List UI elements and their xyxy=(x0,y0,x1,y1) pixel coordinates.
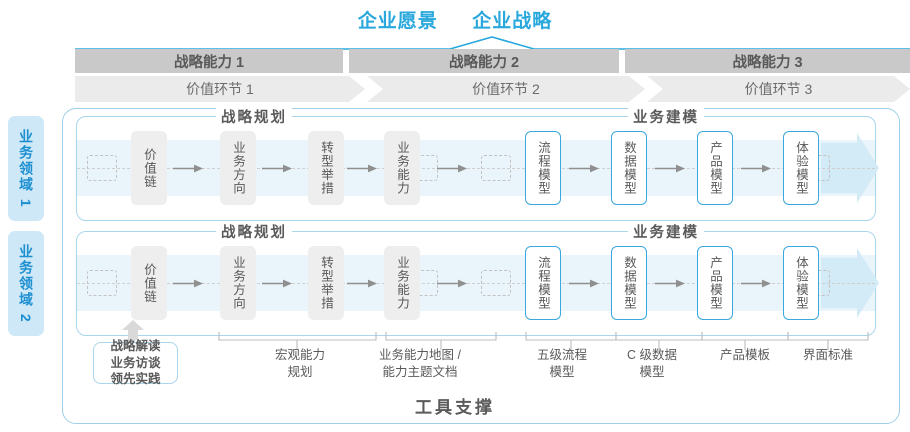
row-2-section-planning: 战略规划 xyxy=(155,221,353,242)
row-2-modeling-line-right xyxy=(713,230,765,233)
row-2-dashbox-mid-b xyxy=(481,270,511,296)
domain-row-1: 价值链 业务方向 转型举措 业务能力 流程模型 数据模型 产品模型 体验模型 战… xyxy=(76,106,879,221)
footer-title: 工具支撑 xyxy=(415,398,495,417)
tool-label-2-line-1: 业务能力地图 / xyxy=(379,348,461,362)
row-1-node-process-model[interactable]: 流程模型 xyxy=(525,131,561,205)
row-1-planning-label: 战略规划 xyxy=(216,106,292,127)
domain-tab-2[interactable]: 业务领域 2 xyxy=(8,231,44,336)
row-2-arrow-2-icon xyxy=(262,279,292,288)
enterprise-vision-title: 企业愿景 xyxy=(357,11,438,32)
top-titles: 企业愿景 企业战略 xyxy=(0,6,910,33)
tool-label-4-line-2: 模型 xyxy=(639,364,665,379)
row-2-arrow-5-icon xyxy=(569,279,599,288)
row-1-arrow-7-icon xyxy=(741,164,771,173)
row-2-node-process-model[interactable]: 流程模型 xyxy=(525,246,561,320)
outer-container xyxy=(62,108,900,424)
row-1-arrow-5-icon xyxy=(569,164,599,173)
tool-first-line-2: 业务访谈 xyxy=(110,355,161,370)
tool-label-five-level-process: 五级流程 模型 xyxy=(512,347,612,381)
tool-label-product-template: 产品模板 xyxy=(695,347,795,364)
tool-label-3-line-2: 模型 xyxy=(549,364,575,379)
row-2-node-data-model[interactable]: 数据模型 xyxy=(611,246,647,320)
tool-label-2-line-2: 能力主题文档 xyxy=(382,364,458,379)
tool-label-5-line-1: 产品模板 xyxy=(719,348,770,362)
row-1-node-business-direction[interactable]: 业务方向 xyxy=(220,131,256,205)
value-link-cell-1: 价值环节 1 xyxy=(75,76,365,102)
row-1-planning-line-left xyxy=(155,115,207,118)
row-2-node-business-direction[interactable]: 业务方向 xyxy=(220,246,256,320)
row-1-modeling-line-right xyxy=(713,115,765,118)
row-2-arrow-6-icon xyxy=(655,279,685,288)
tool-label-1-line-2: 规划 xyxy=(287,364,313,379)
tool-label-4-line-1: C 级数据 xyxy=(626,348,677,362)
value-link-cell-3: 价值环节 3 xyxy=(647,76,910,102)
row-1-modeling-line-left xyxy=(567,115,619,118)
tool-first-line-1: 战略解读 xyxy=(110,338,161,353)
row-1-arrow-6-icon xyxy=(655,164,685,173)
domain-tab-1[interactable]: 业务领域 1 xyxy=(8,116,44,221)
row-1-arrow-2-icon xyxy=(262,164,292,173)
tool-label-ui-standard: 界面标准 xyxy=(778,347,878,364)
tool-label-capability-map: 业务能力地图 / 能力主题文档 xyxy=(355,347,485,381)
row-2-arrow-7-icon xyxy=(741,279,771,288)
tool-label-1-line-1: 宏观能力 xyxy=(274,348,325,362)
tool-up-arrow-icon xyxy=(122,320,144,340)
row-2-planning-label: 战略规划 xyxy=(216,221,292,242)
row-1-planning-line-right xyxy=(301,115,353,118)
row-2-node-experience-model[interactable]: 体验模型 xyxy=(783,246,819,320)
capability-header-row: 战略能力 1 战略能力 2 战略能力 3 xyxy=(75,49,910,73)
tool-label-3-line-1: 五级流程 xyxy=(536,348,587,362)
row-1-section-planning: 战略规划 xyxy=(155,106,353,127)
row-1-dashbox-start xyxy=(87,155,117,181)
domain-row-2: 价值链 业务方向 转型举措 业务能力 流程模型 数据模型 产品模型 体验模型 战… xyxy=(76,221,879,336)
row-1-section-modeling: 业务建模 xyxy=(567,106,765,127)
row-2-modeling-label: 业务建模 xyxy=(628,221,704,242)
row-1-node-data-model[interactable]: 数据模型 xyxy=(611,131,647,205)
row-1-node-business-capability[interactable]: 业务能力 xyxy=(384,131,420,205)
row-1-dashed-line xyxy=(77,168,875,169)
row-2-node-business-capability[interactable]: 业务能力 xyxy=(384,246,420,320)
capability-cell-1: 战略能力 1 xyxy=(75,49,343,73)
row-2-planning-line-left xyxy=(155,230,207,233)
tool-first-line-3: 领先实践 xyxy=(110,372,161,387)
tool-bracket-connectors-icon xyxy=(218,332,869,350)
tool-first-box[interactable]: 战略解读 业务访谈 领先实践 xyxy=(93,339,178,386)
row-2-node-product-model[interactable]: 产品模型 xyxy=(697,246,733,320)
row-2-dashbox-start xyxy=(87,270,117,296)
value-link-cell-2: 价值环节 2 xyxy=(367,76,645,102)
row-2-arrow-1-icon xyxy=(173,279,203,288)
row-1-arrow-1-icon xyxy=(173,164,203,173)
row-2-modeling-line-left xyxy=(567,230,619,233)
row-2-dashed-line xyxy=(77,283,875,284)
row-1-node-experience-model[interactable]: 体验模型 xyxy=(783,131,819,205)
row-1-arrow-4-icon xyxy=(437,164,467,173)
tool-label-6-line-1: 界面标准 xyxy=(802,348,853,362)
row-1-node-value-chain[interactable]: 价值链 xyxy=(131,131,167,205)
row-2-node-transformation[interactable]: 转型举措 xyxy=(308,246,344,320)
row-2-arrow-4-icon xyxy=(437,279,467,288)
tool-label-c-level-data: C 级数据 模型 xyxy=(602,347,702,381)
row-1-arrow-3-icon xyxy=(347,164,377,173)
row-1-node-transformation[interactable]: 转型举措 xyxy=(308,131,344,205)
capability-cell-3: 战略能力 3 xyxy=(625,49,910,73)
row-1-modeling-label: 业务建模 xyxy=(628,106,704,127)
enterprise-strategy-title: 企业战略 xyxy=(472,11,553,32)
row-2-planning-line-right xyxy=(301,230,353,233)
row-1-dashbox-mid-b xyxy=(481,155,511,181)
row-2-node-value-chain[interactable]: 价值链 xyxy=(131,246,167,320)
capability-cell-2: 战略能力 2 xyxy=(349,49,619,73)
row-1-node-product-model[interactable]: 产品模型 xyxy=(697,131,733,205)
tool-label-macro-capability: 宏观能力 规划 xyxy=(245,347,355,381)
row-2-arrow-3-icon xyxy=(347,279,377,288)
value-link-row: 价值环节 1 价值环节 2 价值环节 3 xyxy=(75,76,910,102)
row-2-section-modeling: 业务建模 xyxy=(567,221,765,242)
